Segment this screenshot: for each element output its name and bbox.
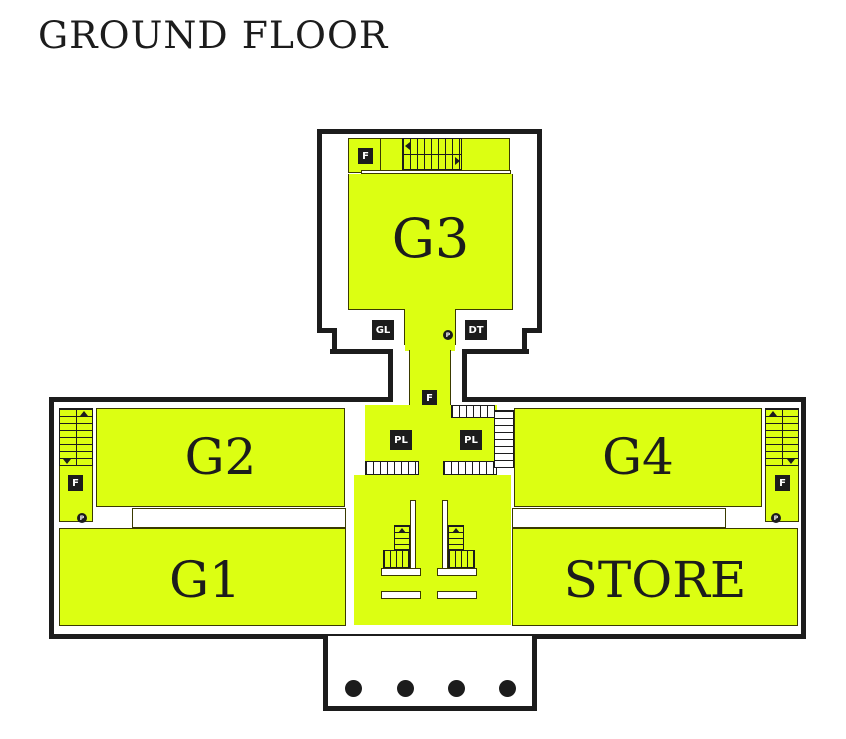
fire-exit-badge: F <box>775 475 790 491</box>
parking-marker-icon: P <box>77 513 87 523</box>
stair-arrow-left-icon <box>405 142 410 150</box>
parking-marker-icon: P <box>771 513 781 523</box>
fire-exit-badge: F <box>422 390 437 406</box>
parking-marker-icon: P <box>443 330 453 340</box>
staircase-upper-right[interactable] <box>451 405 495 418</box>
gallery-g4[interactable] <box>514 408 762 507</box>
staircase-lobby-inner-right-base <box>448 550 475 568</box>
gl-badge: GL <box>372 320 394 340</box>
dt-badge: DT <box>465 320 487 340</box>
gallery-g1[interactable] <box>59 528 346 626</box>
connector-wall-right <box>462 349 467 402</box>
north-wing-step-left <box>312 330 330 360</box>
stair-arrow-down-icon <box>63 459 71 464</box>
connector-wall-left <box>388 349 393 402</box>
pl-badge: PL <box>390 430 412 450</box>
staircase-lobby-left[interactable] <box>365 461 419 475</box>
room-label-store: STORE <box>563 551 747 609</box>
stair-arrow-up-icon <box>769 411 777 416</box>
pl-badge: PL <box>460 430 482 450</box>
page-title: GROUND FLOOR <box>38 14 389 57</box>
stair-arrow-down-icon <box>787 459 795 464</box>
portico-column <box>448 680 465 697</box>
gallery-g3[interactable] <box>348 174 513 310</box>
entrance-portico <box>323 636 537 711</box>
corridor-border-left <box>409 350 410 405</box>
staircase-west-mid <box>76 408 77 466</box>
lobby-base-left <box>381 568 421 576</box>
g3-divider-bar <box>361 170 511 174</box>
stair-arrow-up-icon <box>398 528 406 533</box>
stair-arrow-right-icon <box>455 157 460 165</box>
portico-column <box>499 680 516 697</box>
north-wing-step-right <box>529 330 547 360</box>
store[interactable] <box>512 528 798 626</box>
stair-arrow-up-icon <box>80 411 88 416</box>
room-label-g3: G3 <box>391 207 470 270</box>
staircase-side-right[interactable] <box>494 410 514 468</box>
stair-arrow-up-icon <box>452 528 460 533</box>
room-label-g4: G4 <box>602 428 674 486</box>
portico-column <box>345 680 362 697</box>
corridor-border-right <box>450 350 451 405</box>
room-label-g1: G1 <box>169 551 241 609</box>
lobby-bench-right <box>437 591 477 599</box>
west-divider-bar <box>132 508 346 528</box>
lobby-bench-left <box>381 591 421 599</box>
north-wing-step-right-vert <box>522 328 527 354</box>
portico-column <box>397 680 414 697</box>
gallery-g2[interactable] <box>96 408 345 507</box>
g3-neck-border-right <box>455 309 456 345</box>
lobby-base-right <box>437 568 477 576</box>
lobby-lower[interactable] <box>354 475 511 625</box>
fire-exit-badge: F <box>358 148 373 164</box>
staircase-lobby-right[interactable] <box>443 461 497 475</box>
fire-exit-badge: F <box>68 475 83 491</box>
lobby-pillar-left <box>410 500 416 575</box>
g3-stair-divider <box>380 138 381 170</box>
north-wing-step-left-vert <box>332 328 337 354</box>
staircase-g3-mid <box>402 154 462 155</box>
g3-neck-border-left <box>404 309 405 345</box>
north-wing-step-right-edge <box>522 328 542 333</box>
north-wing-step-left-edge <box>317 328 337 333</box>
staircase-lobby-inner-left-base <box>383 550 410 568</box>
staircase-east-mid <box>782 408 783 466</box>
room-label-g2: G2 <box>184 428 257 486</box>
east-divider-bar <box>512 508 726 528</box>
